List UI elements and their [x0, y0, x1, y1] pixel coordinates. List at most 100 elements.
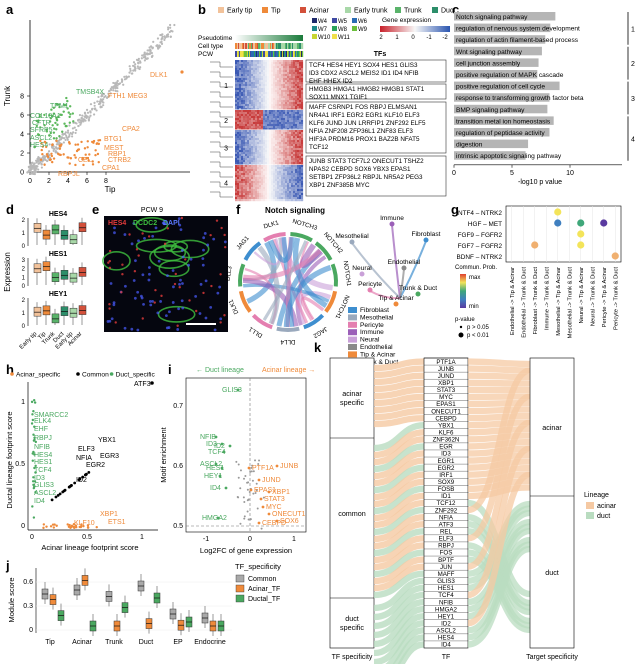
b-heat-cell	[237, 96, 239, 98]
b-heat-cell	[271, 60, 273, 62]
b-heat-cell	[275, 171, 277, 173]
b-heat-cell	[249, 177, 251, 179]
b-heat-cell	[269, 175, 271, 177]
b-heat-cell	[279, 118, 281, 120]
b-heat-cell	[297, 120, 299, 122]
b-heat-cell	[271, 100, 273, 102]
b-heat-cell	[297, 90, 299, 92]
b-heat-cell	[269, 197, 271, 199]
c-xlabel: -log10 p value	[518, 179, 562, 186]
b-heat-cell	[253, 181, 255, 183]
b-heat-cell	[275, 146, 277, 148]
b-heat-cell	[251, 140, 253, 142]
b-heat-cell	[243, 136, 245, 138]
b-heat-cell	[247, 169, 249, 171]
b-heat-cell	[269, 142, 271, 144]
b-heat-cell	[243, 106, 245, 108]
b-heat-cell	[249, 112, 251, 114]
h-point	[68, 526, 70, 528]
g-col-label: Endothelial -> Trunk & Duct	[521, 267, 527, 338]
b-heat-cell	[293, 150, 295, 152]
a-point	[68, 133, 70, 135]
a-point	[98, 161, 100, 163]
b-heat-cell	[251, 74, 253, 76]
b-heat-cell	[249, 124, 251, 126]
k-tf-label: SOX9	[438, 479, 455, 486]
b-heat-cell	[253, 130, 255, 132]
b-heat-cell	[241, 126, 243, 128]
e-nucleus	[107, 320, 110, 323]
b-heat-cell	[271, 175, 273, 177]
a-point	[74, 143, 76, 145]
b-heat-cell	[263, 195, 265, 197]
b-heat-cell	[285, 144, 287, 146]
b-heat-cell	[281, 78, 283, 80]
b-heat-cell	[279, 106, 281, 108]
e-nucleus	[202, 264, 205, 267]
b-heat-cell	[255, 70, 257, 72]
b-heat-cell	[241, 98, 243, 100]
b-heat-cell	[239, 136, 241, 138]
d-ytick: 2	[22, 298, 26, 304]
b-heat-cell	[289, 156, 291, 158]
b-heat-cell	[277, 74, 279, 76]
b-heat-cell	[257, 169, 259, 171]
b-heat-cell	[247, 154, 249, 156]
b-heat-cell	[255, 142, 257, 144]
b-heat-cell	[277, 140, 279, 142]
b-heat-cell	[297, 98, 299, 100]
b-heat-cell	[275, 158, 277, 160]
k-tf-label: EGR1	[438, 458, 455, 465]
i-point	[268, 513, 271, 516]
b-heat-cell	[261, 70, 263, 72]
b-heat-cell	[275, 150, 277, 152]
b-heat-cell	[237, 132, 239, 134]
b-heat-cell	[291, 169, 293, 171]
b-heat-cell	[235, 104, 237, 106]
b-heat-cell	[241, 146, 243, 148]
b-heat-cell	[259, 136, 261, 138]
b-heat-cell	[271, 112, 273, 114]
b-heat-cell	[271, 126, 273, 128]
b-heat-cell	[261, 173, 263, 175]
b-heat-cell	[275, 183, 277, 185]
b-heat-cell	[257, 197, 259, 199]
b-heat-cell	[251, 154, 253, 156]
b-heat-cell	[281, 179, 283, 181]
b-heat-cell	[239, 148, 241, 150]
b-heat-cell	[297, 167, 299, 169]
k-tf-label: ATF3	[439, 521, 454, 528]
b-heat-cell	[261, 114, 263, 116]
b-heat-cell	[275, 118, 277, 120]
b-heat-cell	[239, 60, 241, 62]
b-heat-cell	[281, 154, 283, 156]
b-heat-cell	[287, 171, 289, 173]
c-xtick: 10	[566, 170, 574, 177]
a-point	[67, 156, 69, 158]
b-heat-cell	[253, 80, 255, 82]
b-heat-cell	[255, 78, 257, 80]
b-heat-cell	[301, 114, 303, 116]
b-heat-cell	[261, 68, 263, 70]
b-heat-cell	[241, 62, 243, 64]
b-heat-cell	[277, 173, 279, 175]
b-heat-cell	[247, 88, 249, 90]
b-heat-cell	[245, 173, 247, 175]
b-heat-cell	[251, 122, 253, 124]
a-point	[56, 124, 58, 126]
b-heat-cell	[255, 62, 257, 64]
b-heat-cell	[277, 98, 279, 100]
c-term-label: transition metal ion homeostasis	[456, 118, 551, 125]
a-point	[141, 57, 143, 59]
b-heat-cell	[251, 106, 253, 108]
b-heat-cell	[259, 175, 261, 177]
a-gene-label: RBPJL	[58, 171, 80, 178]
g-row-label: BDNF – NTRK2	[457, 254, 503, 261]
b-heat-cell	[283, 160, 285, 162]
e-nucleus	[166, 274, 169, 277]
b-heat-cell	[265, 142, 267, 144]
b-heat-cell	[287, 80, 289, 82]
a-point	[152, 41, 154, 43]
b-heat-cell	[241, 88, 243, 90]
